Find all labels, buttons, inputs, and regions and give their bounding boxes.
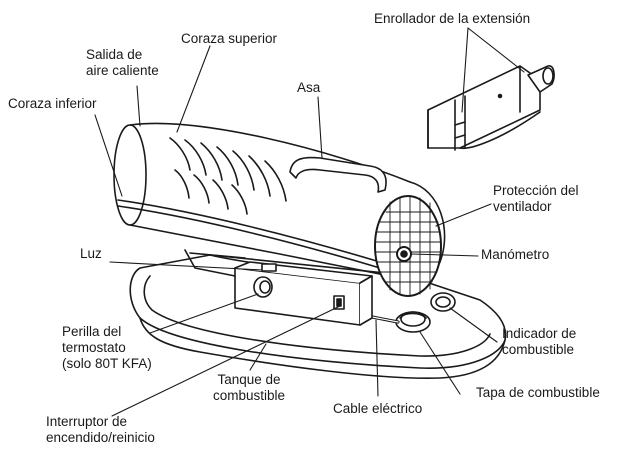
label-cable-electrico: Cable eléctrico xyxy=(333,401,423,416)
label-coraza-superior: Coraza superior xyxy=(181,31,278,46)
label-manometro: Manómetro xyxy=(481,247,550,262)
label-proteccion-ventilador: Protección del ventilador xyxy=(493,183,579,214)
label-tapa-combustible: Tapa de combustible xyxy=(476,385,600,400)
fuel-cap xyxy=(395,311,431,333)
cord-wrap-inset xyxy=(427,65,555,151)
pressure-gauge xyxy=(396,246,412,262)
leader-lines xyxy=(94,27,525,417)
label-interruptor: Interruptor de encendido/reinicio xyxy=(46,414,155,445)
label-perilla-termostato: Perilla del termostato (solo 80T KFA) xyxy=(62,324,152,371)
thermostat-knob xyxy=(253,276,273,298)
label-coraza-inferior: Coraza inferior xyxy=(8,96,97,111)
label-enrollador: Enrollador de la extensión xyxy=(374,11,531,26)
support-bracket xyxy=(184,249,246,277)
label-tanque-combustible: Tanque de combustible xyxy=(213,372,286,403)
fuel-gauge xyxy=(430,292,456,312)
label-salida-aire: Salida de aire caliente xyxy=(86,47,159,78)
label-luz: Luz xyxy=(80,246,102,261)
fan-guard xyxy=(374,195,442,297)
indicator-light xyxy=(261,263,277,272)
label-asa: Asa xyxy=(297,80,321,95)
label-indicador-combustible: Indicador de combustible xyxy=(502,326,577,357)
